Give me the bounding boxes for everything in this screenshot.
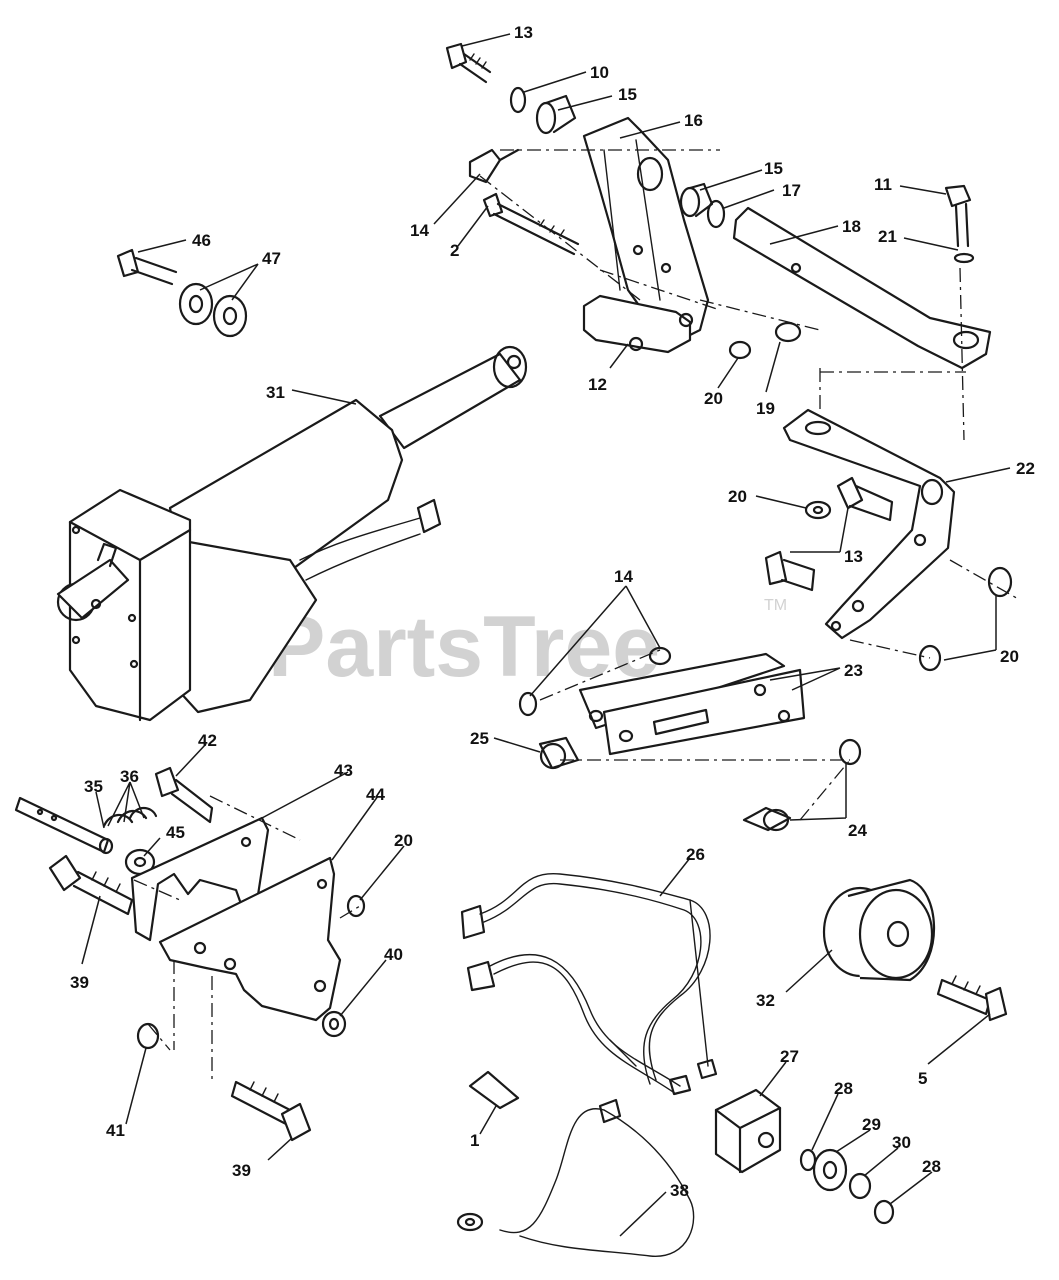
callout-42: 42	[198, 731, 217, 750]
callout-32: 32	[756, 991, 775, 1010]
callout-5: 5	[918, 1069, 927, 1088]
pivot-bracket-16[interactable]	[582, 116, 710, 342]
washer-17[interactable]	[706, 199, 726, 229]
callout-13-top: 13	[514, 23, 533, 42]
callout-46: 46	[192, 231, 211, 250]
clip-14-top[interactable]	[468, 148, 520, 184]
callout-25: 25	[470, 729, 489, 748]
callout-41: 41	[106, 1121, 125, 1140]
washers-47[interactable]	[178, 282, 248, 338]
callout-13-lower: 13	[844, 547, 863, 566]
washer-21[interactable]	[953, 252, 975, 264]
bolt-13-top[interactable]	[445, 42, 492, 84]
clips-36[interactable]	[102, 806, 158, 828]
bolt-42[interactable]	[154, 766, 214, 824]
washer-19[interactable]	[774, 321, 802, 343]
watermark: PartsTree	[268, 599, 660, 695]
gear-29[interactable]	[812, 1148, 848, 1192]
watermark-trademark: TM	[764, 597, 787, 614]
callout-28-right: 28	[922, 1157, 941, 1176]
bushing-15-lower[interactable]	[679, 182, 714, 218]
callout-35: 35	[84, 777, 103, 796]
mounting-bracket-22[interactable]	[782, 408, 956, 640]
bolt-13-lower[interactable]	[764, 476, 894, 592]
nut-20-upper[interactable]	[728, 340, 752, 360]
callout-12: 12	[588, 375, 607, 394]
callout-26: 26	[686, 845, 705, 864]
wheel-32[interactable]	[822, 878, 936, 982]
callout-44: 44	[366, 785, 385, 804]
bolt-5[interactable]	[936, 975, 1008, 1022]
bracket-43[interactable]	[130, 816, 270, 942]
callout-30: 30	[892, 1133, 911, 1152]
nut-40[interactable]	[321, 1010, 347, 1038]
callout-45: 45	[166, 823, 185, 842]
nut-20-lower[interactable]	[346, 894, 366, 918]
callout-47: 47	[262, 249, 281, 268]
callout-24: 24	[848, 821, 867, 840]
callout-16: 16	[684, 111, 703, 130]
callout-29: 29	[862, 1115, 881, 1134]
callout-14-top: 14	[410, 221, 429, 240]
nut-30[interactable]	[848, 1172, 872, 1200]
callout-36: 36	[120, 767, 139, 786]
callout-1: 1	[470, 1131, 479, 1150]
bolt-46[interactable]	[116, 248, 178, 286]
switch-27[interactable]	[714, 1088, 782, 1174]
bracket-44[interactable]	[158, 856, 342, 1022]
callout-43: 43	[334, 761, 353, 780]
bolt-11[interactable]	[944, 184, 972, 248]
washer-28-right[interactable]	[873, 1199, 895, 1225]
nut-20-bracket[interactable]	[804, 500, 832, 520]
washer-10[interactable]	[509, 86, 527, 114]
callout-39-upper: 39	[70, 973, 89, 992]
bolt-39-upper[interactable]	[48, 854, 134, 916]
callout-20-right: 20	[1000, 647, 1019, 666]
clevis-block-12[interactable]	[582, 294, 694, 354]
callout-15-upper: 15	[618, 85, 637, 104]
wiring-harness-26[interactable]	[460, 873, 718, 1096]
bolt-2[interactable]	[482, 192, 580, 256]
callout-20-bracket: 20	[728, 487, 747, 506]
callout-20-upper: 20	[704, 389, 723, 408]
callout-18: 18	[842, 217, 861, 236]
clip-1[interactable]	[468, 1070, 520, 1110]
callout-11: 11	[874, 175, 892, 194]
callout-22: 22	[1016, 459, 1035, 478]
washer-28-left[interactable]	[799, 1148, 817, 1172]
callout-15-lower: 15	[764, 159, 783, 178]
callout-20-lower: 20	[394, 831, 413, 850]
callout-2: 2	[450, 241, 459, 260]
link-rod-18[interactable]	[732, 206, 992, 370]
callout-39-lower: 39	[232, 1161, 251, 1180]
pins-24[interactable]	[742, 738, 862, 832]
callout-31: 31	[266, 383, 285, 402]
nuts-20-right[interactable]	[918, 566, 1013, 672]
ground-wire-38[interactable]	[456, 1098, 695, 1257]
linear-actuator-31[interactable]	[56, 345, 528, 722]
pin-35[interactable]	[14, 796, 114, 855]
bolt-39-lower[interactable]	[230, 1080, 312, 1142]
spacer-25[interactable]	[538, 736, 580, 770]
callout-21: 21	[878, 227, 897, 246]
callout-28-left: 28	[834, 1079, 853, 1098]
callout-17: 17	[782, 181, 801, 200]
callout-23: 23	[844, 661, 863, 680]
slide-plates-23[interactable]	[578, 652, 806, 756]
nut-41[interactable]	[136, 1022, 160, 1050]
bushing-15-upper[interactable]	[535, 94, 577, 135]
callout-10: 10	[590, 63, 609, 82]
callout-19: 19	[756, 399, 775, 418]
callout-14-middle: 14	[614, 567, 633, 586]
callout-27: 27	[780, 1047, 799, 1066]
callout-40: 40	[384, 945, 403, 964]
callout-38: 38	[670, 1181, 689, 1200]
